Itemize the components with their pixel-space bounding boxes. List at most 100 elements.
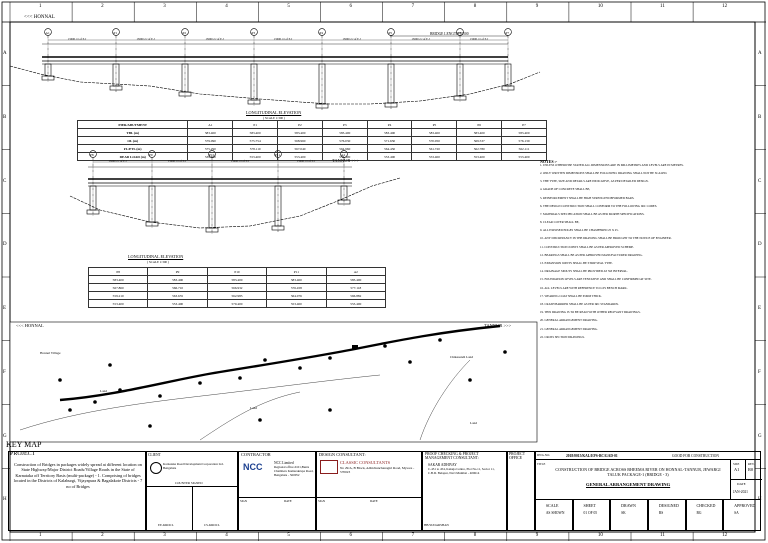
row-label-cell: TBL (m) (76, 128, 189, 137)
table-cell: 553.400 (501, 152, 547, 161)
column-number-bottom: 8 (473, 533, 477, 538)
column-number: 10 (597, 4, 603, 9)
note-item: 14. DRAINAGE SPOUTS SHALL BE PROVIDED AT… (540, 269, 628, 274)
signoff-value: 01 OF 05 (583, 511, 598, 515)
table-cell: 563.635 (147, 291, 208, 300)
column-number-bottom: 1 (39, 533, 42, 538)
note-item: 11. CONSTRUCTION JOINTS SHALL BE AS PER … (540, 244, 634, 249)
note-item: 2. ONLY WRITTEN DIMENSIONS SHALL BE FOLL… (540, 170, 668, 175)
note-item: 8. CLEAR COVER SHALL BE, (540, 220, 580, 225)
table-cell: 570.050 (411, 136, 458, 145)
table-cell: 583.400 (325, 275, 387, 284)
project-label: PROJECT (10, 451, 36, 457)
note-item: 5. REINFORCEMENT SHALL BE HIGH STRENGTH … (540, 195, 635, 200)
column-number-bottom: 5 (287, 533, 290, 538)
table-cell: 576.139 (501, 136, 547, 145)
signoff-value: AS SHOWN (545, 511, 565, 515)
table-cell: 566.710 (147, 283, 208, 292)
client-label: CLIENT (148, 453, 161, 457)
row-letter-right: G (758, 433, 762, 439)
map-marker (68, 408, 72, 412)
pier-label: P3 (251, 30, 256, 35)
row-letter: A (3, 51, 7, 56)
table-cell: 553.400 (232, 152, 279, 161)
proof-consultant-box (422, 451, 507, 531)
column-number-bottom: 12 (722, 533, 728, 538)
title-subtitle: GENERAL ARRANGEMENT DRAWING (586, 482, 671, 487)
village-2: Chikasandi Land (450, 355, 474, 359)
table-header-cell: P7 (501, 120, 547, 129)
row-letter-right: E (758, 306, 762, 311)
map-marker (263, 358, 267, 362)
design-logo-icon (320, 460, 338, 474)
span-label: 15000 c/c of E.J (470, 37, 489, 41)
column-number: 3 (163, 4, 166, 9)
table-header-cell: P3 (321, 120, 368, 129)
signoff-label: SHEET (583, 503, 596, 508)
row-letter-right: C (758, 178, 762, 184)
table-header-cell: P5 (411, 120, 458, 129)
table-cell: 553.400 (456, 152, 503, 161)
table-header-cell: A2 (325, 267, 387, 276)
contractor-name: NCC Limited (274, 461, 294, 465)
map-marker (438, 338, 442, 342)
dwg-no-label: DWG.NO. (537, 453, 550, 457)
design-consultant-address: No 29/A, B Block, Adhichunchanagiri Road… (340, 466, 415, 475)
table-cell: 583.400 (187, 128, 234, 137)
top-elevation-scale: ( SCALE 1:300 ) (263, 116, 285, 120)
table-header-cell: P1 (232, 120, 279, 129)
pier-P7 (501, 28, 515, 92)
contractor-address: Regional office #101,Bunts Chambers Kama… (274, 465, 314, 477)
design-date-label: DATE (370, 499, 378, 503)
table-header-label: PIER/ABUTMENT (76, 120, 189, 129)
table-cell: 559.210 (87, 291, 149, 300)
span-label: 15000 c/c of E.J (168, 159, 187, 163)
table-cell: 583.400 (232, 128, 279, 137)
table-cell: 579.090 (187, 136, 234, 145)
rev-label: REV. (748, 462, 755, 466)
table-header-cell: P6 (456, 120, 503, 129)
note-item: 16. ALL LEVELS ARE WITH REFERENCE TO GTS… (540, 285, 628, 290)
map-marker (328, 408, 332, 412)
note-item: 15. FOUNDATION LEVELS ARE TENTATIVE AND … (540, 277, 652, 282)
map-marker (198, 381, 202, 385)
note-item: 3. THE TYPE, SIZE AND DETAILS ARE INDICA… (540, 179, 649, 184)
signoff-label: DESIGNED (658, 503, 679, 508)
table-cell: 562.780 (456, 144, 503, 153)
pier-P4 (315, 28, 391, 110)
signoff-cell (648, 499, 686, 531)
bridge-length-label: BRIDGE LENGTH 70500 (430, 32, 469, 36)
key-map (9, 321, 538, 443)
pier-label: P9 (149, 152, 153, 157)
top-elevation-title: LONGITUDINAL ELEVATION (246, 110, 302, 115)
map-marker (58, 378, 62, 382)
project-office-box (507, 451, 535, 531)
notes-block: NOTES :- 1. UNLESS OTHERWISE STATED ALL … (540, 160, 734, 344)
signoff-cell (535, 499, 573, 531)
map-marker (93, 400, 97, 404)
signoff-label: DRAWN (621, 503, 636, 508)
table-cell: 571.630 (366, 136, 413, 145)
table-header-cell: P2 (277, 120, 323, 129)
counter-signed-label: COUNTER SIGNED (175, 481, 203, 485)
table-cell: 569.537 (456, 136, 503, 145)
column-number: 12 (722, 4, 728, 9)
keymap-title: KEY MAP (6, 440, 42, 449)
column-number-bottom: 10 (597, 533, 603, 538)
span-label: 15000 c/c of E.J (108, 159, 127, 163)
table-cell: 553.400 (266, 299, 327, 308)
pier-label: P6 (457, 30, 462, 35)
table-cell: 583.400 (366, 128, 413, 137)
table-header-cell: P9 (147, 267, 208, 276)
note-item: 7. MATERIALS SPECIFICATION SHALL BE AS P… (540, 211, 645, 216)
table-cell: 583.400 (456, 128, 503, 137)
map-marker (258, 418, 262, 422)
map-marker (148, 424, 152, 428)
